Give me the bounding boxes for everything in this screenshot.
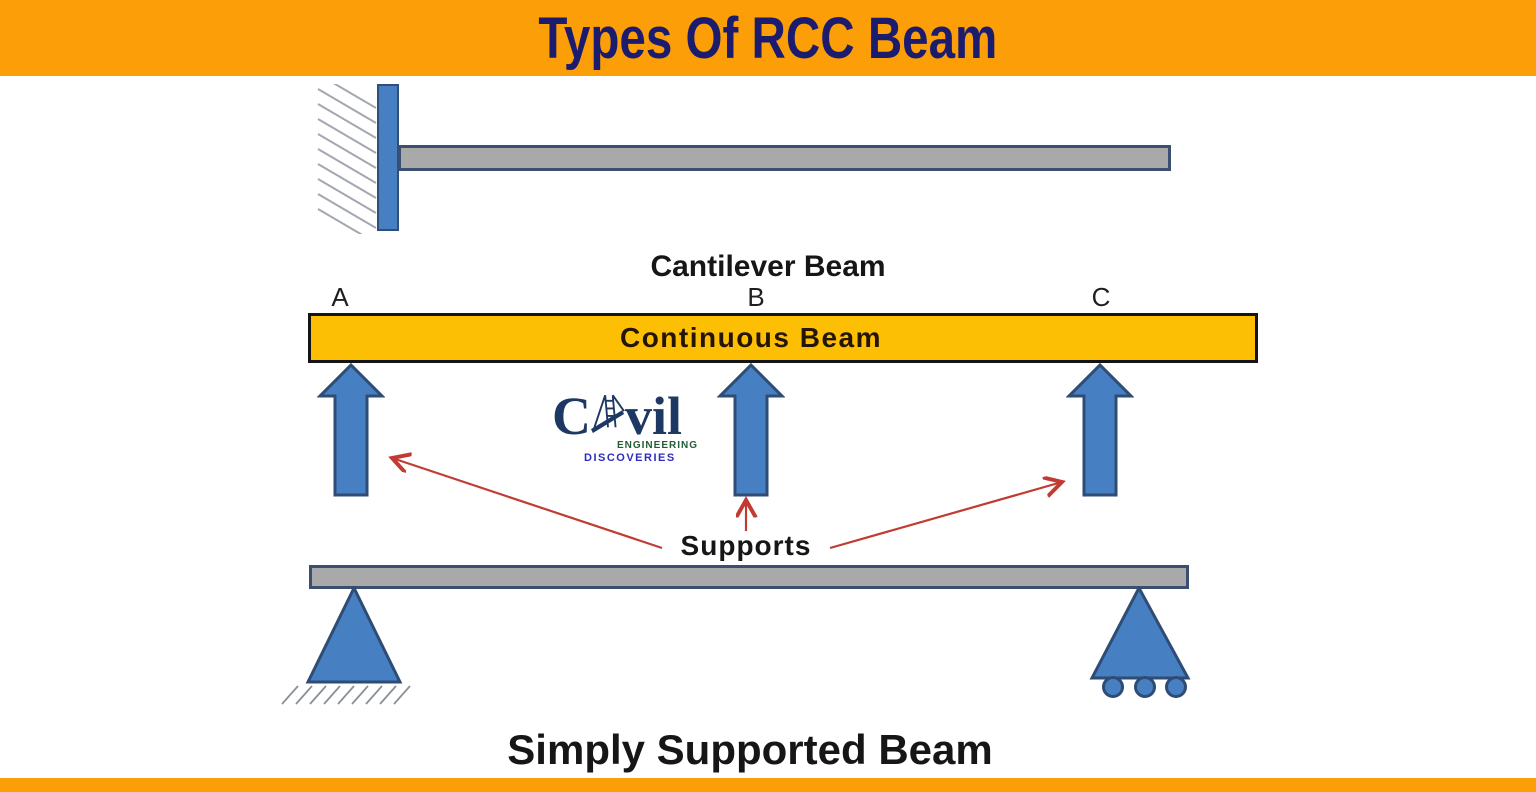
supports-label: Supports [680, 530, 812, 561]
logo-wordmark: C vil [552, 385, 702, 446]
point-label-b: B [747, 282, 765, 312]
point-label-c: C [1091, 282, 1111, 312]
support-arrow-b-icon [717, 362, 785, 497]
logo-engineering-text: ENGINEERING [616, 440, 698, 451]
logo-word-end: vil [625, 385, 683, 446]
header-banner: Types Of RCC Beam [0, 0, 1536, 76]
footer-banner [0, 778, 1536, 792]
continuous-beam-label: Continuous Beam [619, 322, 883, 353]
support-arrow-a-icon [317, 362, 385, 497]
bridge-icon [591, 394, 625, 433]
civil-engineering-discoveries-logo: C vil ENGINEERING DISCOVERIES [552, 385, 702, 464]
wall-hatching [317, 84, 377, 234]
support-arrow-c-icon [1066, 362, 1134, 497]
cantilever-beam-bar [398, 145, 1171, 171]
simply-supported-beam-label: Simply Supported Beam [507, 726, 993, 773]
point-label-a: A [331, 282, 349, 312]
pinned-support-icon [305, 586, 403, 684]
page-title: Types Of RCC Beam [538, 5, 998, 71]
simply-supported-beam-bar [309, 565, 1189, 589]
logo-discoveries-text: DISCOVERIES [584, 452, 676, 464]
continuous-beam-bar: Continuous Beam [308, 313, 1258, 363]
ground-hatching [281, 685, 411, 705]
roller-support-icon [1089, 586, 1191, 698]
cantilever-beam-label: Cantilever Beam [650, 250, 886, 283]
logo-word-start: C [552, 385, 591, 446]
